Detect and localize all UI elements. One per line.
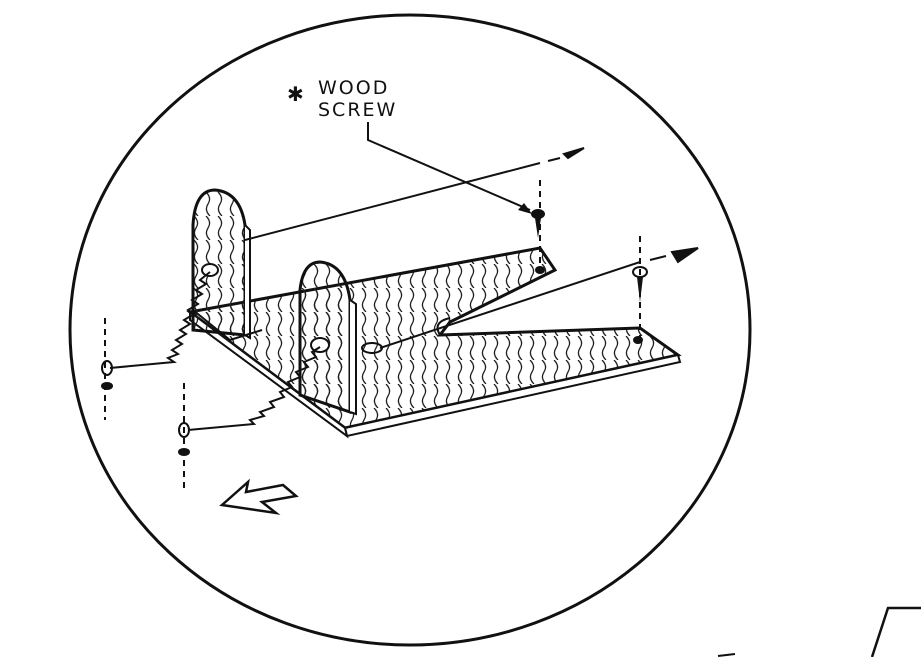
callout-leader (367, 122, 532, 214)
rear-pull-arrow (244, 147, 585, 241)
callout-marker: ✱ (287, 82, 304, 106)
base-board (186, 246, 682, 439)
rear-spring (109, 271, 211, 369)
front-anchor-pin (178, 383, 190, 490)
callout-label-line2: SCREW (318, 99, 398, 121)
callout-label-line1: WOOD (318, 77, 390, 99)
front-pull-arrow (379, 247, 699, 349)
detail-circle (68, 13, 752, 647)
front-upright (298, 260, 383, 416)
corner-mark (870, 606, 921, 657)
wood-screw-rear (531, 180, 545, 274)
rear-anchor-pin (101, 318, 113, 420)
scan-mark (717, 653, 736, 657)
rear-upright (191, 188, 263, 342)
front-spring (187, 346, 321, 431)
direction-arrow (219, 478, 299, 515)
wood-screw-front (632, 236, 648, 344)
